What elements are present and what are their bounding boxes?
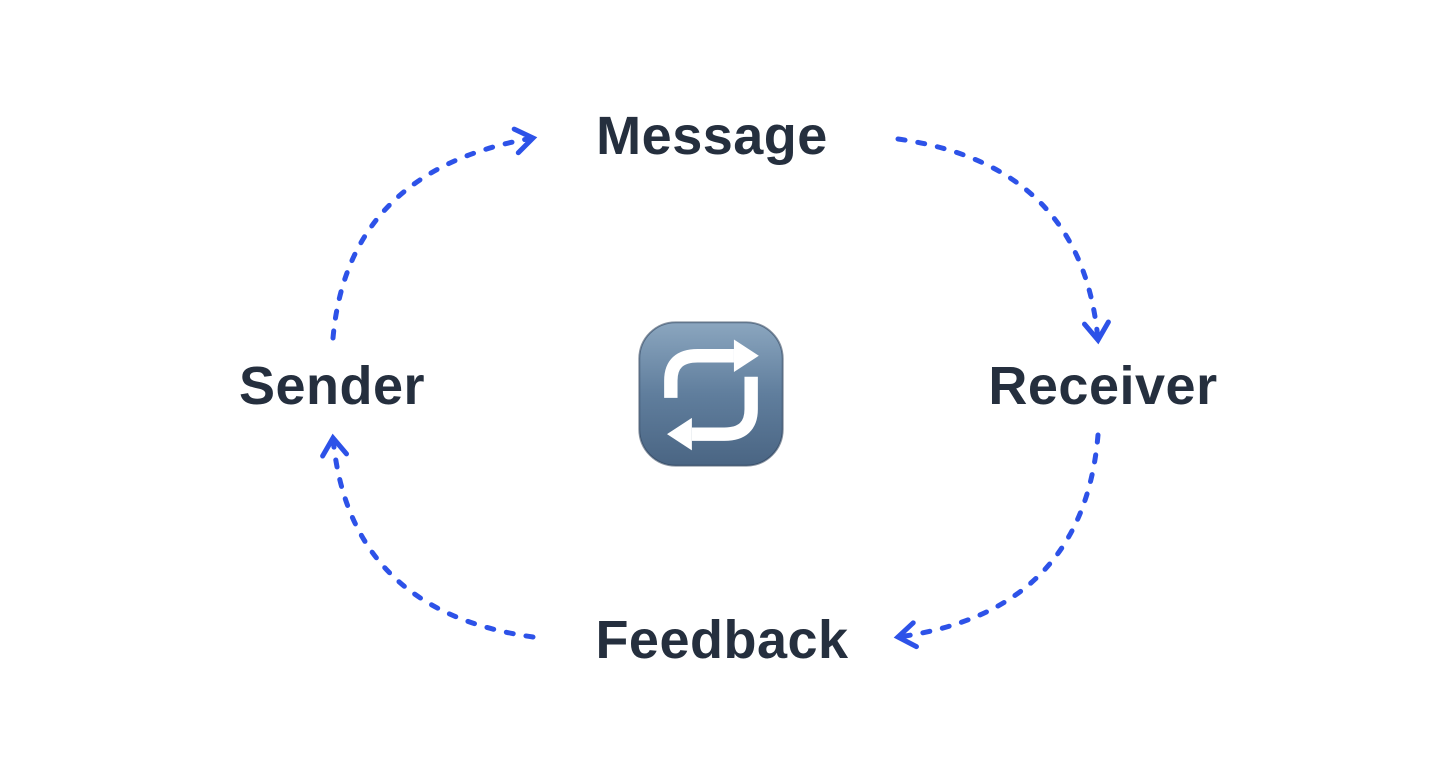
node-label-receiver: Receiver [988,356,1218,416]
node-label-message: Message [596,106,828,166]
arrow-sender-to-message [330,126,538,341]
emoji-top-arrow [664,339,759,398]
node-label-feedback: Feedback [595,610,849,670]
emoji-tile-background [638,321,784,467]
repeat-cycle-emoji-icon [638,321,784,467]
arrow-feedback-to-sender [320,433,536,640]
arrow-message-to-receiver [895,136,1111,345]
emoji-bottom-arrow [667,376,758,451]
arrow-receiver-to-feedback [893,432,1101,650]
node-label-sender: Sender [238,356,426,416]
